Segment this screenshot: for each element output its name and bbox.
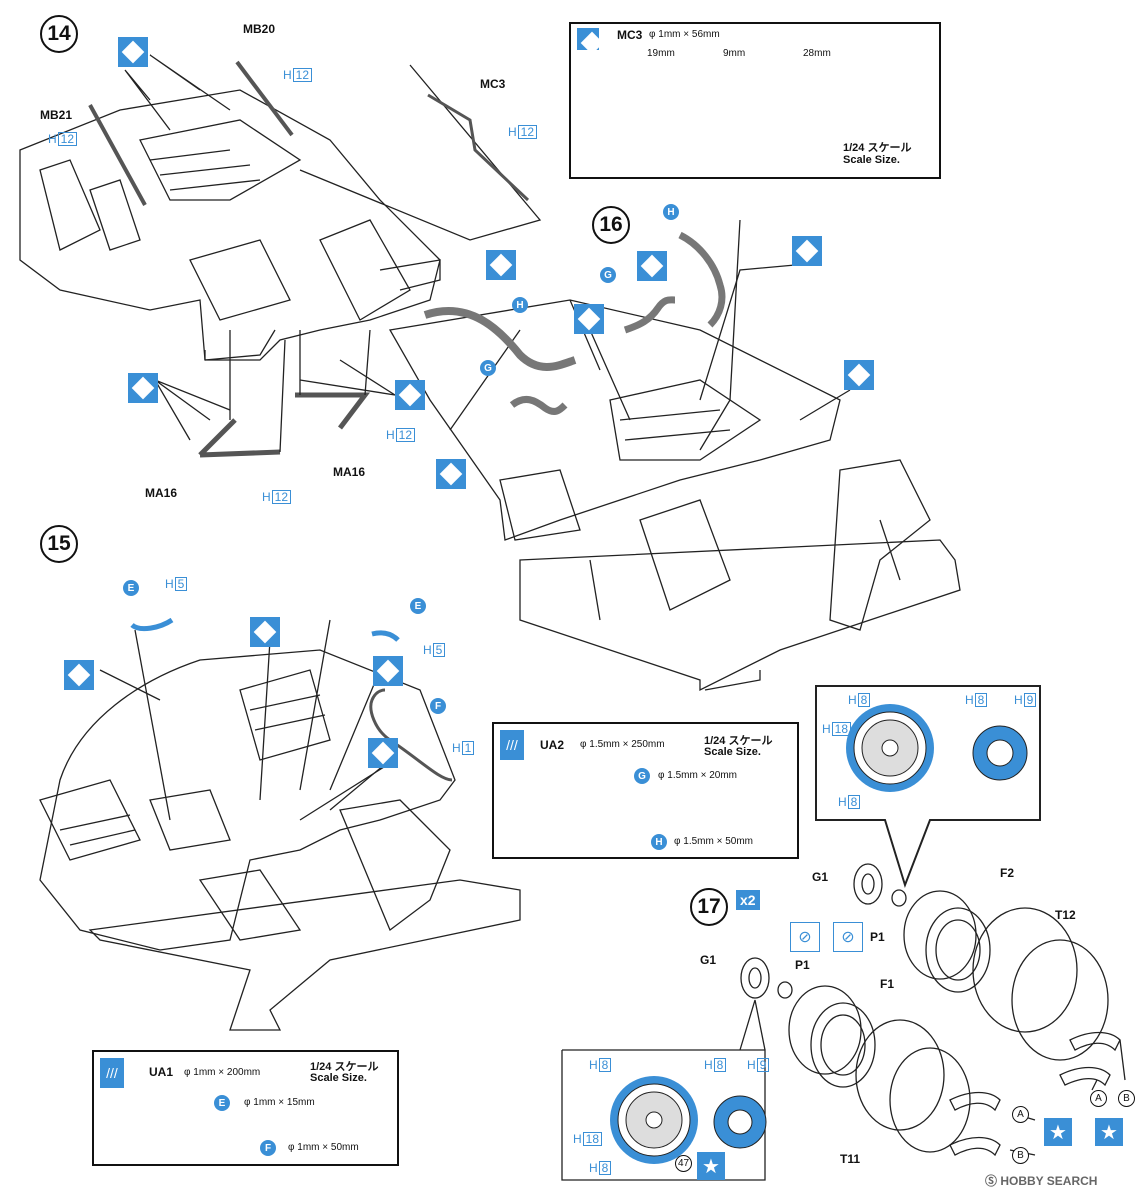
ua1-spec: φ 1mm × 200mm — [184, 1067, 261, 1078]
decal-number: 47 — [675, 1155, 692, 1172]
mc3-seg2: 9mm — [723, 48, 746, 59]
ua2-scale-en: Scale Size. — [704, 746, 761, 758]
part-label-f2: F2 — [1000, 866, 1015, 880]
cement-diamond-icon — [118, 37, 148, 67]
part-label-f1: F1 — [880, 977, 895, 991]
ua2-cut-guide-panel: /// UA2 φ 1.5mm × 250mm 1/24 スケール Scale … — [492, 722, 799, 859]
ua2-h-length: φ 1.5mm × 50mm — [674, 836, 754, 847]
cement-diamond-icon — [368, 738, 398, 768]
cement-diamond-icon — [486, 250, 516, 280]
part-label-mc3: MC3 — [480, 77, 506, 91]
step-number-17: 17 — [690, 888, 728, 926]
ua2-spec: φ 1.5mm × 250mm — [580, 739, 665, 750]
cement-diamond-icon — [637, 251, 667, 281]
cement-diamond-icon — [792, 236, 822, 266]
ua2-scale-jp: 1/24 スケール — [704, 735, 773, 747]
ua1-scale-en: Scale Size. — [310, 1072, 367, 1084]
part-label-t11: T11 — [840, 1152, 861, 1166]
step-number-14: 14 — [40, 15, 78, 53]
ua1-cut-guide-panel: /// UA1 φ 1mm × 200mm 1/24 スケール Scale Si… — [92, 1050, 399, 1166]
part-label-p1-bottom: P1 — [795, 958, 810, 972]
part-label-g1-top: G1 — [812, 870, 829, 884]
ua2-g-length: φ 1.5mm × 20mm — [658, 770, 738, 781]
ua1-f-length: φ 1mm × 50mm — [288, 1142, 359, 1153]
part-letter-g: G — [480, 360, 496, 376]
quantity-x2-badge: x2 — [736, 890, 760, 910]
part-label-ma16-right: MA16 — [333, 465, 366, 479]
part-label-t12: T12 — [1055, 908, 1076, 922]
part-label-ma16-left: MA16 — [145, 486, 178, 500]
mc3-scale-jp: 1/24 スケール — [843, 142, 912, 154]
cement-diamond-icon — [373, 656, 403, 686]
cement-diamond-icon — [250, 617, 280, 647]
part-letter-f: F — [430, 698, 446, 714]
decal-star-icon: ★ — [697, 1152, 725, 1180]
cement-diamond-icon — [395, 380, 425, 410]
mc3-title: MC3 — [617, 28, 643, 42]
mc3-cut-guide-panel: MC3 φ 1mm × 56mm 19mm 9mm 28mm 1/24 スケール… — [569, 22, 941, 179]
decal-marker-a: A — [1012, 1106, 1029, 1123]
part-label-p1-top: P1 — [870, 930, 885, 944]
decal-marker-b: B — [1012, 1147, 1029, 1164]
step-number-16: 16 — [592, 206, 630, 244]
ua2-title: UA2 — [540, 738, 565, 752]
part-letter-h: H — [512, 297, 528, 313]
decal-marker-a: A — [1090, 1090, 1107, 1107]
decal-star-icon: ★ — [1044, 1118, 1072, 1146]
cement-diamond-icon — [64, 660, 94, 690]
ua1-e-length: φ 1mm × 15mm — [244, 1097, 315, 1108]
no-cement-icon: ⊘ — [833, 922, 863, 952]
pipe-material-icon: /// — [500, 730, 524, 760]
cement-diamond-icon — [574, 304, 604, 334]
part-label-mb20: MB20 — [243, 22, 276, 36]
step-number-15: 15 — [40, 525, 78, 563]
mc3-spec: φ 1mm × 56mm — [649, 29, 720, 40]
cement-diamond-icon — [844, 360, 874, 390]
part-letter-g: G — [600, 267, 616, 283]
part-letter-e: E — [123, 580, 139, 596]
pipe-material-icon: /// — [100, 1058, 124, 1088]
mc3-seg1: 19mm — [647, 48, 675, 59]
cement-diamond-icon — [128, 373, 158, 403]
mc3-seg3: 28mm — [803, 48, 831, 59]
cement-diamond-icon — [436, 459, 466, 489]
ua1-scale-jp: 1/24 スケール — [310, 1061, 379, 1073]
ua1-title: UA1 — [149, 1065, 174, 1079]
cement-diamond-icon — [577, 28, 599, 50]
part-letter-f: F — [260, 1140, 276, 1156]
part-letter-e: E — [410, 598, 426, 614]
part-letter-e: E — [214, 1095, 230, 1111]
part-letter-h: H — [663, 204, 679, 220]
part-label-g1-bottom: G1 — [700, 953, 717, 967]
watermark: Ⓢ HOBBY SEARCH — [985, 1174, 1098, 1188]
mc3-scale-en: Scale Size. — [843, 154, 900, 166]
decal-star-icon: ★ — [1095, 1118, 1123, 1146]
part-letter-g: G — [634, 768, 650, 784]
part-letter-h: H — [651, 834, 667, 850]
part-label-mb21: MB21 — [40, 108, 73, 122]
decal-marker-b: B — [1118, 1090, 1135, 1107]
no-cement-icon: ⊘ — [790, 922, 820, 952]
